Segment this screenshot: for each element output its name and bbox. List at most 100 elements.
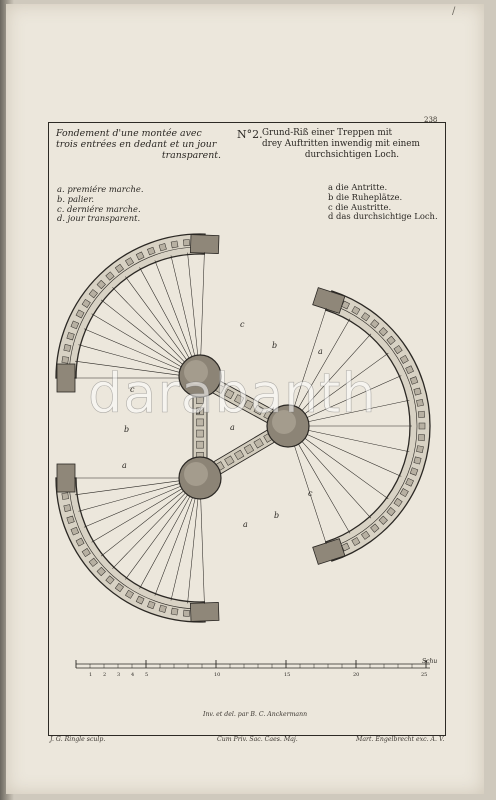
flight-right-block — [393, 497, 403, 507]
flight-upper-left-tread — [75, 360, 180, 376]
flight-right-landing-1 — [312, 538, 346, 565]
flight-right-block — [416, 399, 424, 407]
flight-right-inner-line — [327, 303, 418, 549]
plate-number: N°2. — [237, 128, 263, 141]
scale-num-3: 3 — [117, 672, 120, 678]
label-d: d — [196, 407, 201, 416]
flight-lower-left-tread — [91, 488, 183, 543]
scale-num-20: 20 — [353, 672, 359, 678]
flight-right-block — [370, 319, 380, 329]
label-b-1: b — [124, 425, 129, 434]
flight-lower-left-block — [170, 607, 179, 616]
flight-lower-left-block — [96, 566, 106, 577]
label-b-2: b — [272, 341, 277, 350]
flight-upper-left-inner-line — [68, 246, 205, 379]
label-a-2: a — [318, 347, 323, 356]
flight-lower-left-tread — [112, 492, 186, 569]
flight-upper-left-tread — [125, 276, 188, 362]
legend-de-a: a die Antritte. — [328, 182, 388, 192]
legend-fr-c: c. derniére marche. — [57, 203, 141, 214]
label-a-1: a — [122, 461, 127, 470]
flight-right-landing-0 — [312, 287, 346, 314]
flight-upper-left-block — [70, 320, 80, 330]
flight-lower-left-tread — [154, 497, 193, 596]
flight-lower-left-block — [81, 548, 91, 558]
flight-lower-left-block — [147, 600, 156, 610]
flight-lower-left-block — [105, 575, 115, 585]
flight-upper-left-block — [135, 251, 145, 261]
upper-right-passage-block — [253, 404, 264, 416]
flight-upper-left-block — [170, 240, 179, 249]
upper-right-passage-block — [243, 399, 254, 410]
credit-publisher: Mart. Engelbrecht exc. A. V. — [356, 736, 445, 743]
flight-lower-left-tread — [125, 494, 188, 580]
flight-right-block — [351, 537, 361, 547]
flight-lower-left-block — [63, 504, 72, 512]
stair-arcs — [55, 233, 431, 623]
flight-lower-left-block — [183, 609, 191, 617]
flight-upper-left-landing-0 — [56, 363, 76, 393]
title-fr-line-1: Fondement d'une montée avec — [56, 128, 202, 139]
flight-lower-left-tread — [100, 490, 184, 557]
flight-lower-left-tread — [83, 485, 181, 528]
title-french: Fondement d'une montée avec trois entrée… — [56, 128, 231, 161]
legend-de-b: b die Ruheplätze. — [328, 191, 403, 202]
flight-right-block — [417, 434, 426, 442]
title-de-line-3: durchsichtigen Loch. — [304, 150, 400, 160]
credit-privilege: Cum Priv. Sac. Caes. Maj. — [217, 736, 298, 743]
flight-right-block — [386, 507, 396, 517]
flight-right-tread — [298, 318, 351, 408]
flight-right-tread — [301, 441, 372, 519]
flight-upper-left-tread — [78, 344, 180, 373]
flight-upper-left-block — [147, 246, 156, 256]
flight-lower-left-block — [66, 515, 75, 524]
pencil-mark: / — [452, 6, 456, 17]
flight-upper-left-block — [63, 344, 72, 352]
title-german: Grund-Riß einer Treppen mit drey Auftrit… — [262, 128, 442, 161]
flight-upper-left-block — [105, 271, 115, 281]
credit-engraver: J. G. Ringle sculp. — [50, 736, 106, 743]
flight-right-tread — [294, 445, 327, 545]
flight-upper-left-tread — [200, 252, 205, 358]
flight-upper-left-landing-1 — [189, 234, 220, 254]
flight-right-tread — [304, 438, 389, 500]
newel-right-highlight — [272, 410, 296, 434]
flight-right-tread — [308, 399, 410, 422]
flight-right-block — [370, 523, 380, 533]
scale-num-15: 15 — [284, 672, 290, 678]
scale-num-4: 4 — [131, 672, 134, 678]
flight-right-block — [378, 515, 388, 525]
flight-right-block — [413, 387, 422, 396]
flight-right-block — [409, 467, 419, 476]
title-de-line-2: drey Auftritten inwendig mit einem — [262, 139, 420, 149]
flight-upper-left-block — [66, 332, 75, 341]
flight-lower-left-block — [75, 537, 85, 547]
vertical-passage-block — [196, 440, 204, 449]
scale-num-1: 1 — [89, 672, 92, 678]
label-c-3: c — [308, 489, 313, 498]
newel-posts — [178, 354, 310, 500]
flight-right-block — [399, 488, 409, 498]
flight-lower-left-block — [61, 492, 69, 500]
flight-upper-left-block — [81, 298, 91, 308]
flight-upper-left-block — [158, 243, 167, 252]
flight-lower-left-tread — [170, 498, 196, 601]
flight-right-tread — [298, 444, 351, 534]
flight-lower-left-block — [114, 583, 124, 593]
scale-num-2: 2 — [103, 672, 106, 678]
flight-lower-left-landing-0 — [189, 602, 220, 622]
flight-upper-left-tread — [170, 255, 196, 358]
flight-right-tread — [307, 375, 402, 418]
lower-right-passage-block — [233, 449, 245, 461]
flight-right-tread — [304, 352, 389, 414]
scale-unit-label: Schu — [422, 658, 437, 665]
flight-lower-left-block — [88, 557, 98, 567]
flight-upper-left-block — [88, 289, 98, 299]
flight-lower-left-inner-line — [68, 477, 205, 610]
legend-de-d: d das durchsichtige Loch. — [328, 211, 438, 222]
flight-lower-left-tread — [75, 480, 180, 496]
scale-num-5: 5 — [145, 672, 148, 678]
label-c-1: c — [130, 385, 135, 394]
flight-upper-left-tread — [154, 260, 193, 359]
flight-upper-left-tread — [112, 287, 186, 364]
